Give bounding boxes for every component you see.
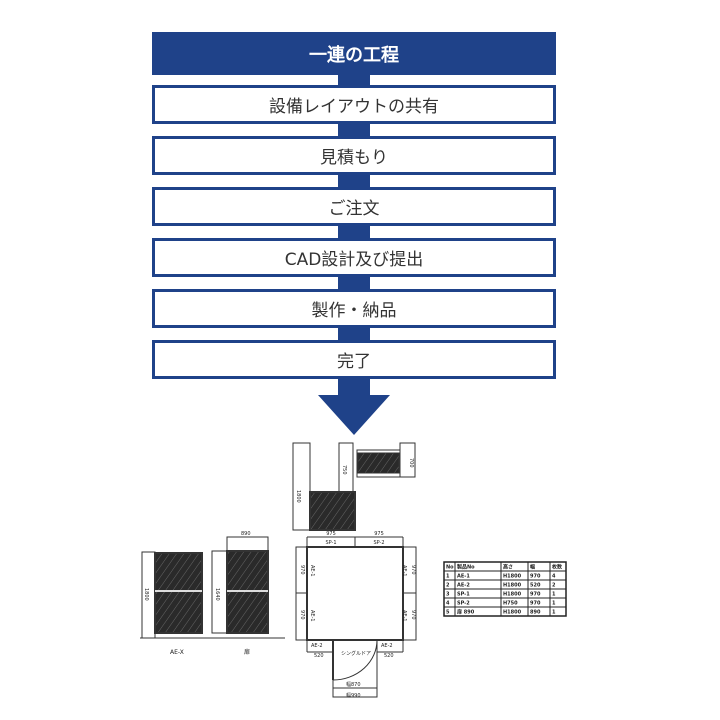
door-width-870: 幅870 (346, 681, 361, 688)
table-cell: 970 (530, 601, 541, 607)
panel-ae1: AE-1 (401, 565, 407, 577)
table-cell: 5 (446, 610, 450, 616)
dim-750: 750 (341, 465, 347, 475)
door-width-990: 幅990 (346, 692, 361, 699)
panel-ae1: AE-1 (401, 610, 407, 622)
table-header: 幅 (530, 564, 535, 571)
table-cell: SP-1 (457, 592, 470, 598)
table-header: 高さ (503, 564, 513, 571)
connector (338, 173, 370, 187)
floor-plan (295, 536, 417, 698)
top-elevation (292, 442, 416, 531)
side-elevations (140, 536, 285, 639)
panel-ae1: AE-1 (309, 565, 315, 577)
dim-top-height: 1800 (295, 490, 301, 503)
dim-975-right: 975 (374, 531, 384, 537)
table-cell: 890 (530, 610, 541, 616)
table-cell: 4 (552, 574, 556, 580)
dim-970: 970 (410, 610, 416, 620)
table-cell: H1800 (503, 574, 522, 580)
table-cell: 3 (446, 592, 450, 598)
step-complete: 完了 (152, 340, 556, 379)
connector (338, 224, 370, 238)
table-cell: H1800 (503, 592, 522, 598)
table-cell: 1 (552, 601, 556, 607)
table-cell: 1 (552, 592, 556, 598)
table-cell: 1 (552, 610, 556, 616)
door-label: シングルドア (341, 650, 371, 657)
table-cell: 扉 890 (456, 609, 475, 616)
table-cell: SP-2 (457, 601, 470, 607)
step-estimate: 見積もり (152, 136, 556, 175)
table-cell: AE-1 (457, 574, 470, 580)
step-manufacture-delivery: 製作・納品 (152, 289, 556, 328)
connector (338, 122, 370, 136)
dim-1640: 1640 (214, 588, 220, 601)
step-order: ご注文 (152, 187, 556, 226)
dim-700: 700 (408, 458, 414, 468)
dim-520: 520 (384, 653, 394, 659)
down-arrow-icon (318, 377, 390, 435)
dim-970: 970 (299, 610, 305, 620)
panel-ae1: AE-1 (309, 610, 315, 622)
connector (338, 75, 370, 85)
dim-1800: 1800 (143, 588, 149, 601)
label-ae-x: AE-X (170, 649, 184, 656)
panel-sp2: SP-2 (373, 540, 384, 546)
panel-sp1: SP-1 (325, 540, 336, 546)
table-cell: H1800 (503, 583, 522, 589)
dim-975-left: 975 (326, 531, 336, 537)
table-header: 製品No (456, 564, 475, 571)
table-cell: 1 (446, 574, 450, 580)
table-header: 枚数 (552, 564, 563, 571)
table-cell: H750 (503, 601, 518, 607)
table-cell: H1800 (503, 610, 522, 616)
table-cell: 2 (446, 583, 450, 589)
table-header: No (446, 565, 454, 571)
dim-970: 970 (299, 565, 305, 575)
table-cell: 4 (446, 601, 450, 607)
table-cell: 970 (530, 592, 541, 598)
dim-970: 970 (410, 565, 416, 575)
dim-890: 890 (241, 531, 251, 537)
dim-520: 520 (314, 653, 324, 659)
panel-ae2: AE-2 (381, 643, 393, 649)
table-cell: 520 (530, 583, 541, 589)
connector (338, 326, 370, 340)
panel-ae2: AE-2 (311, 643, 323, 649)
table-cell: 970 (530, 574, 541, 580)
step-cad-design: CAD設計及び提出 (152, 238, 556, 277)
step-layout-share: 設備レイアウトの共有 (152, 85, 556, 124)
table-cell: AE-2 (457, 583, 470, 589)
process-title: 一連の工程 (152, 32, 556, 75)
connector (338, 275, 370, 289)
table-cell: 2 (552, 583, 556, 589)
label-door: 扉 (244, 648, 250, 656)
